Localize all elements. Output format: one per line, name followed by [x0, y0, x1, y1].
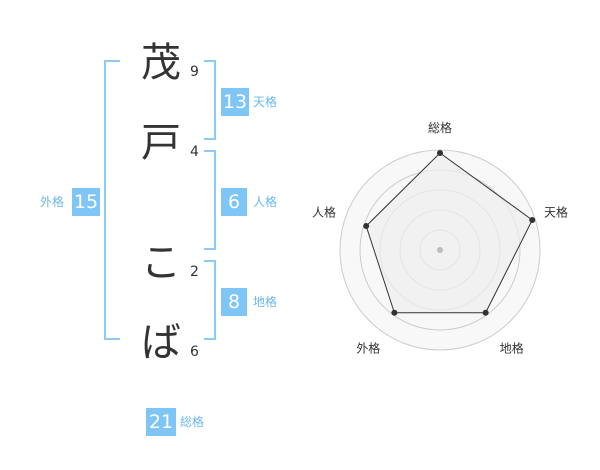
stroke-count-2: 4	[190, 144, 199, 160]
stroke-count-3: 2	[190, 264, 199, 280]
soukaku-label: 総格	[180, 415, 205, 429]
name-char-2: 戸	[141, 120, 181, 166]
radar-axis-label-1: 総格	[428, 120, 452, 135]
radar-point-4	[391, 309, 398, 316]
chikaku-value: 8	[221, 288, 247, 316]
radar-center-dot	[437, 247, 443, 253]
radar-point-1	[437, 150, 443, 156]
gaikaku-bracket	[104, 60, 120, 340]
tenkaku-label: 天格	[253, 95, 278, 109]
radar-axis-label-3: 地格	[500, 341, 524, 356]
soukaku-value: 21	[146, 408, 176, 436]
radar-point-3	[482, 309, 489, 316]
radar-data-polygon	[365, 152, 533, 314]
tenkaku-value: 13	[221, 88, 249, 116]
stroke-count-1: 9	[190, 64, 199, 80]
radar-point-5	[363, 223, 370, 230]
stroke-count-4: 6	[190, 344, 199, 360]
gaikaku-value: 15	[72, 188, 100, 216]
chikaku-bracket	[204, 260, 216, 340]
gaikaku-label: 外格	[40, 195, 65, 209]
name-char-4: ば	[141, 320, 181, 366]
chikaku-label: 地格	[253, 295, 278, 309]
radar-axis-label-2: 天格	[544, 204, 568, 219]
jinkaku-bracket	[204, 150, 216, 250]
jinkaku-value: 6	[221, 188, 247, 216]
name-char-1: 茂	[141, 40, 181, 86]
tenkaku-bracket	[204, 60, 216, 140]
name-char-3: こ	[141, 240, 181, 286]
radar-point-2	[529, 217, 536, 224]
radar-axis-label-4: 外格	[356, 341, 380, 356]
radar-axis-label-5: 人格	[312, 204, 336, 219]
jinkaku-label: 人格	[253, 195, 278, 209]
